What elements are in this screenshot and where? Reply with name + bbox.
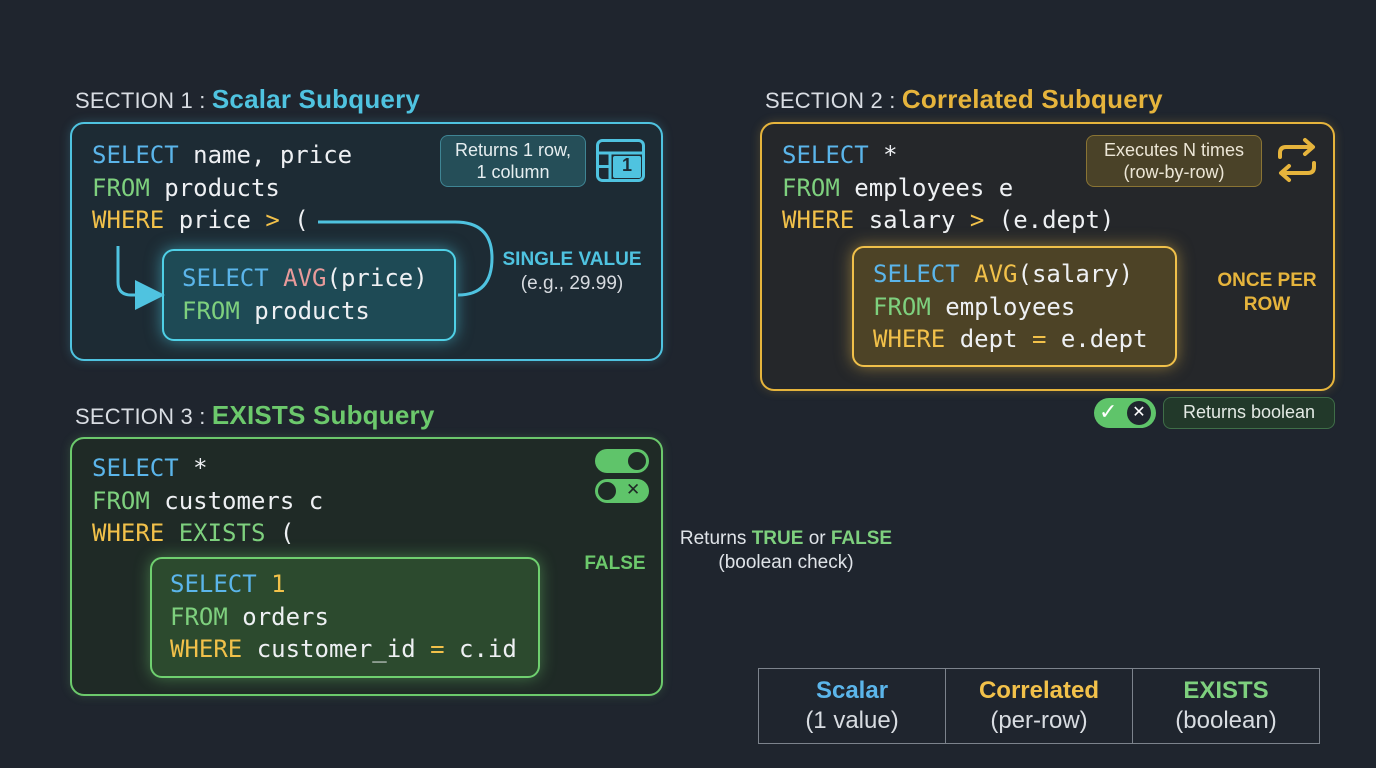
x-icon: ✕ [1127,401,1151,425]
section2-subquery-box [852,246,1177,367]
comparison-table: Scalar (1 value) Correlated (per-row) EX… [758,668,1320,744]
toggle-on-icon [595,449,649,473]
single-cell-table-icon [596,139,645,182]
toggle-off-icon: ✕ [595,479,649,503]
section3-prefix: SECTION 3 : [75,404,212,429]
section1-title: SECTION 1 : Scalar Subquery [75,84,420,115]
comparison-cell-scalar: Scalar (1 value) [758,668,946,744]
repeat-icon [1278,138,1316,182]
section1-down-arrow [116,246,165,310]
section2-outer-query: SELECT * FROM employees e WHERE salary >… [782,141,1115,234]
section1-return-arrow [318,220,494,297]
section3-returns-note: Returns TRUE or FALSE (boolean check) [679,528,893,573]
section2-prefix: SECTION 2 : [765,88,902,113]
section3-title: SECTION 3 : EXISTS Subquery [75,400,434,431]
single-cell-value: 1 [621,155,632,175]
section3-inner-query: SELECT 1 FROM orders WHERE customer_id =… [170,570,517,663]
section1-arrow-sub: (e.g., 29.99) [520,273,624,294]
section1-inner-query: SELECT AVG(price) FROM products [182,264,428,325]
section2-executes-badge: Executes N times (row-by-row) [1086,135,1262,187]
section3-name: EXISTS Subquery [211,400,435,430]
section1-arrow-label: SINGLE VALUE [502,249,642,270]
section2-arrow-label: ONCE PER ROW [1217,270,1317,315]
x-icon: ✕ [626,480,641,499]
check-x-toggle-icon: ✓ ✕ [1094,398,1156,428]
section1-outer-query: SELECT name, price FROM products WHERE p… [92,141,353,234]
section1-returns-badge: Returns 1 row, 1 column [440,135,586,187]
section2-inner-query: SELECT AVG(salary) FROM employees WHERE … [873,260,1148,353]
section2-name: Correlated Subquery [901,84,1163,114]
comparison-cell-correlated: Correlated (per-row) [945,668,1133,744]
comparison-cell-exists: EXISTS (boolean) [1132,668,1320,744]
section3-subquery-box [150,557,540,678]
section3-outer-query: SELECT * FROM customers c WHERE EXISTS ( [92,454,324,547]
check-icon: ✓ [1099,399,1118,424]
section1-name: Scalar Subquery [211,84,421,114]
returns-boolean-badge: Returns boolean [1163,397,1335,429]
section3-arrow-label: FALSE [584,553,646,574]
section1-prefix: SECTION 1 : [75,88,212,113]
section2-title: SECTION 2 : Correlated Subquery [765,84,1163,115]
